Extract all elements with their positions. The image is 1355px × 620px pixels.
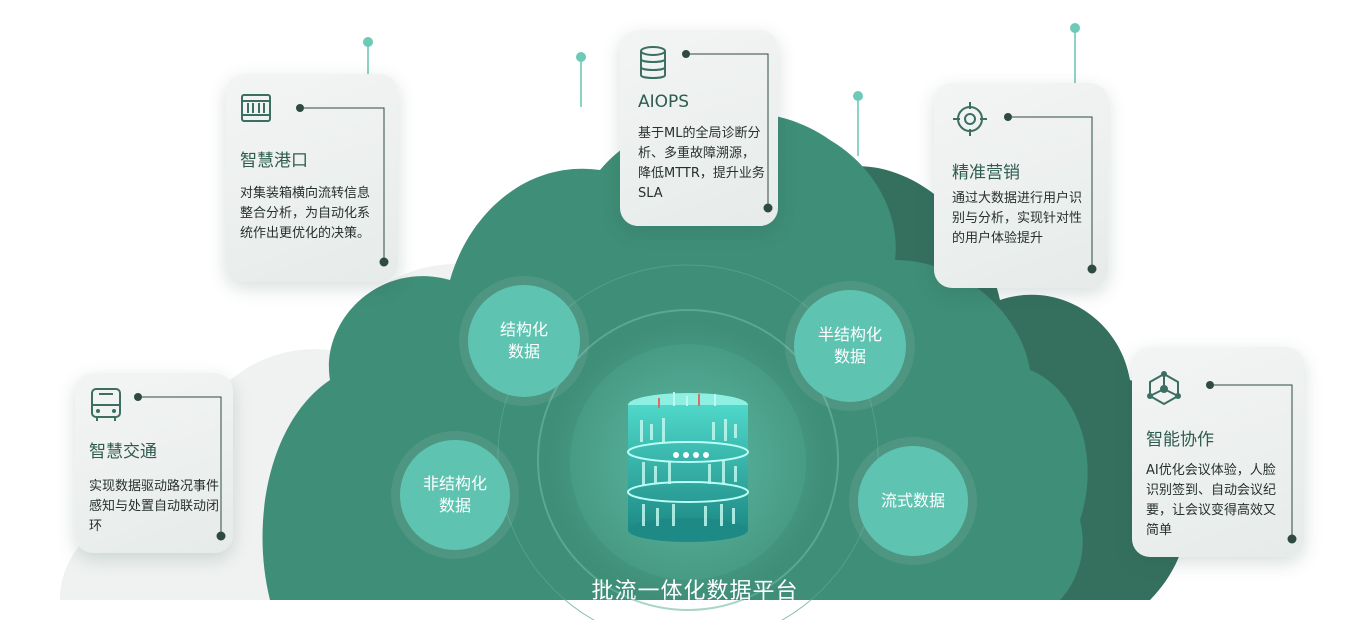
pin-line	[1070, 23, 1080, 88]
network-icon	[1146, 371, 1182, 411]
central-database	[627, 392, 749, 542]
bus-icon	[89, 387, 123, 427]
container-icon	[240, 92, 272, 128]
card-title: 智能协作	[1146, 430, 1214, 450]
card-description: 通过大数据进行用户识别与分析，实现针对性的用户体验提升	[952, 191, 1083, 246]
bubble-unstructured-data: 非结构化 数据	[400, 440, 510, 550]
card-title: AIOPS	[638, 92, 690, 112]
card-description: 实现数据驱动路况事件感知与处置自动联动闭环	[89, 479, 220, 534]
card-title: 智慧交通	[89, 442, 157, 462]
card-description: AI优化会议体验，人脸识别签到、自动会议纪要，让会议变得高效又简单	[1146, 463, 1277, 538]
card-description: 对集装箱横向流转信息整合分析，为自动化系统作出更优化的决策。	[240, 186, 371, 241]
card-smart-traffic: 智慧交通 实现数据驱动路况事件感知与处置自动联动闭环	[75, 373, 233, 553]
pin-line	[853, 91, 863, 156]
database-icon	[638, 46, 668, 84]
pin-line	[363, 37, 373, 82]
card-smart-collaboration: 智能协作 AI优化会议体验，人脸识别签到、自动会议纪要，让会议变得高效又简单	[1132, 347, 1304, 557]
card-description: 基于ML的全局诊断分析、多重故障溯源，降低MTTR，提升业务SLA	[638, 126, 765, 201]
pin-dot	[853, 91, 863, 101]
pin-line	[576, 52, 586, 107]
card-aiops: AIOPS 基于ML的全局诊断分析、多重故障溯源，降低MTTR，提升业务SLA	[620, 30, 778, 226]
card-title: 精准营销	[952, 163, 1020, 183]
target-icon	[952, 101, 988, 141]
platform-title: 批流一体化数据平台	[591, 579, 799, 604]
bubble-semi-structured-data: 半结构化 数据	[794, 290, 906, 402]
pin-dot	[363, 37, 373, 47]
bubble-streaming-data: 流式数据	[858, 446, 968, 556]
card-title: 智慧港口	[240, 151, 308, 171]
bubble-structured-data: 结构化 数据	[468, 285, 580, 397]
pin-dot	[576, 52, 586, 62]
card-smart-port: 智慧港口 对集装箱横向流转信息整合分析，为自动化系统作出更优化的决策。	[226, 74, 398, 282]
pin-dot	[1070, 23, 1080, 33]
card-precision-marketing: 精准营销 通过大数据进行用户识别与分析，实现针对性的用户体验提升	[934, 83, 1108, 288]
